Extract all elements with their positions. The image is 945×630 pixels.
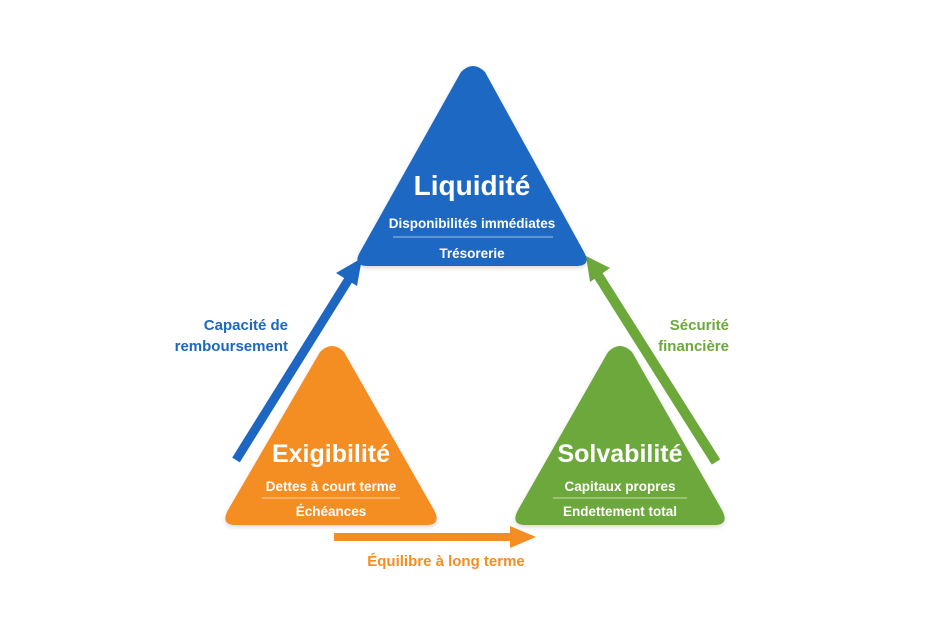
solvabilite-line1: Capitaux propres — [564, 479, 675, 494]
arrow-securite-financiere — [586, 256, 721, 465]
liquidite-title: Liquidité — [414, 170, 531, 201]
label-bottom: Équilibre à long terme — [367, 553, 525, 570]
label-right-line2: financière — [658, 338, 729, 355]
node-exigibilite — [225, 346, 437, 525]
exigibilite-line2: Échéances — [296, 504, 367, 519]
liquidite-line2: Trésorerie — [439, 246, 505, 261]
label-left-line1: Capacité de — [204, 317, 288, 334]
solvabilite-line2: Endettement total — [563, 504, 677, 519]
solvabilite-title: Solvabilité — [557, 440, 682, 468]
triangle-liquidite — [357, 66, 587, 266]
node-solvabilite — [515, 346, 725, 525]
label-right-line1: Sécurité — [670, 317, 729, 334]
triangle-exigibilite — [225, 346, 437, 525]
label-left-line2: remboursement — [175, 338, 288, 355]
arrow-equilibre-long-terme — [334, 526, 536, 548]
triangle-solvabilite — [515, 346, 725, 525]
exigibilite-line1: Dettes à court terme — [266, 479, 397, 494]
node-liquidite — [357, 66, 587, 266]
exigibilite-title: Exigibilité — [272, 440, 390, 468]
liquidite-line1: Disponibilités immédiates — [389, 216, 556, 231]
arrow-capacite-remboursement — [232, 258, 362, 463]
